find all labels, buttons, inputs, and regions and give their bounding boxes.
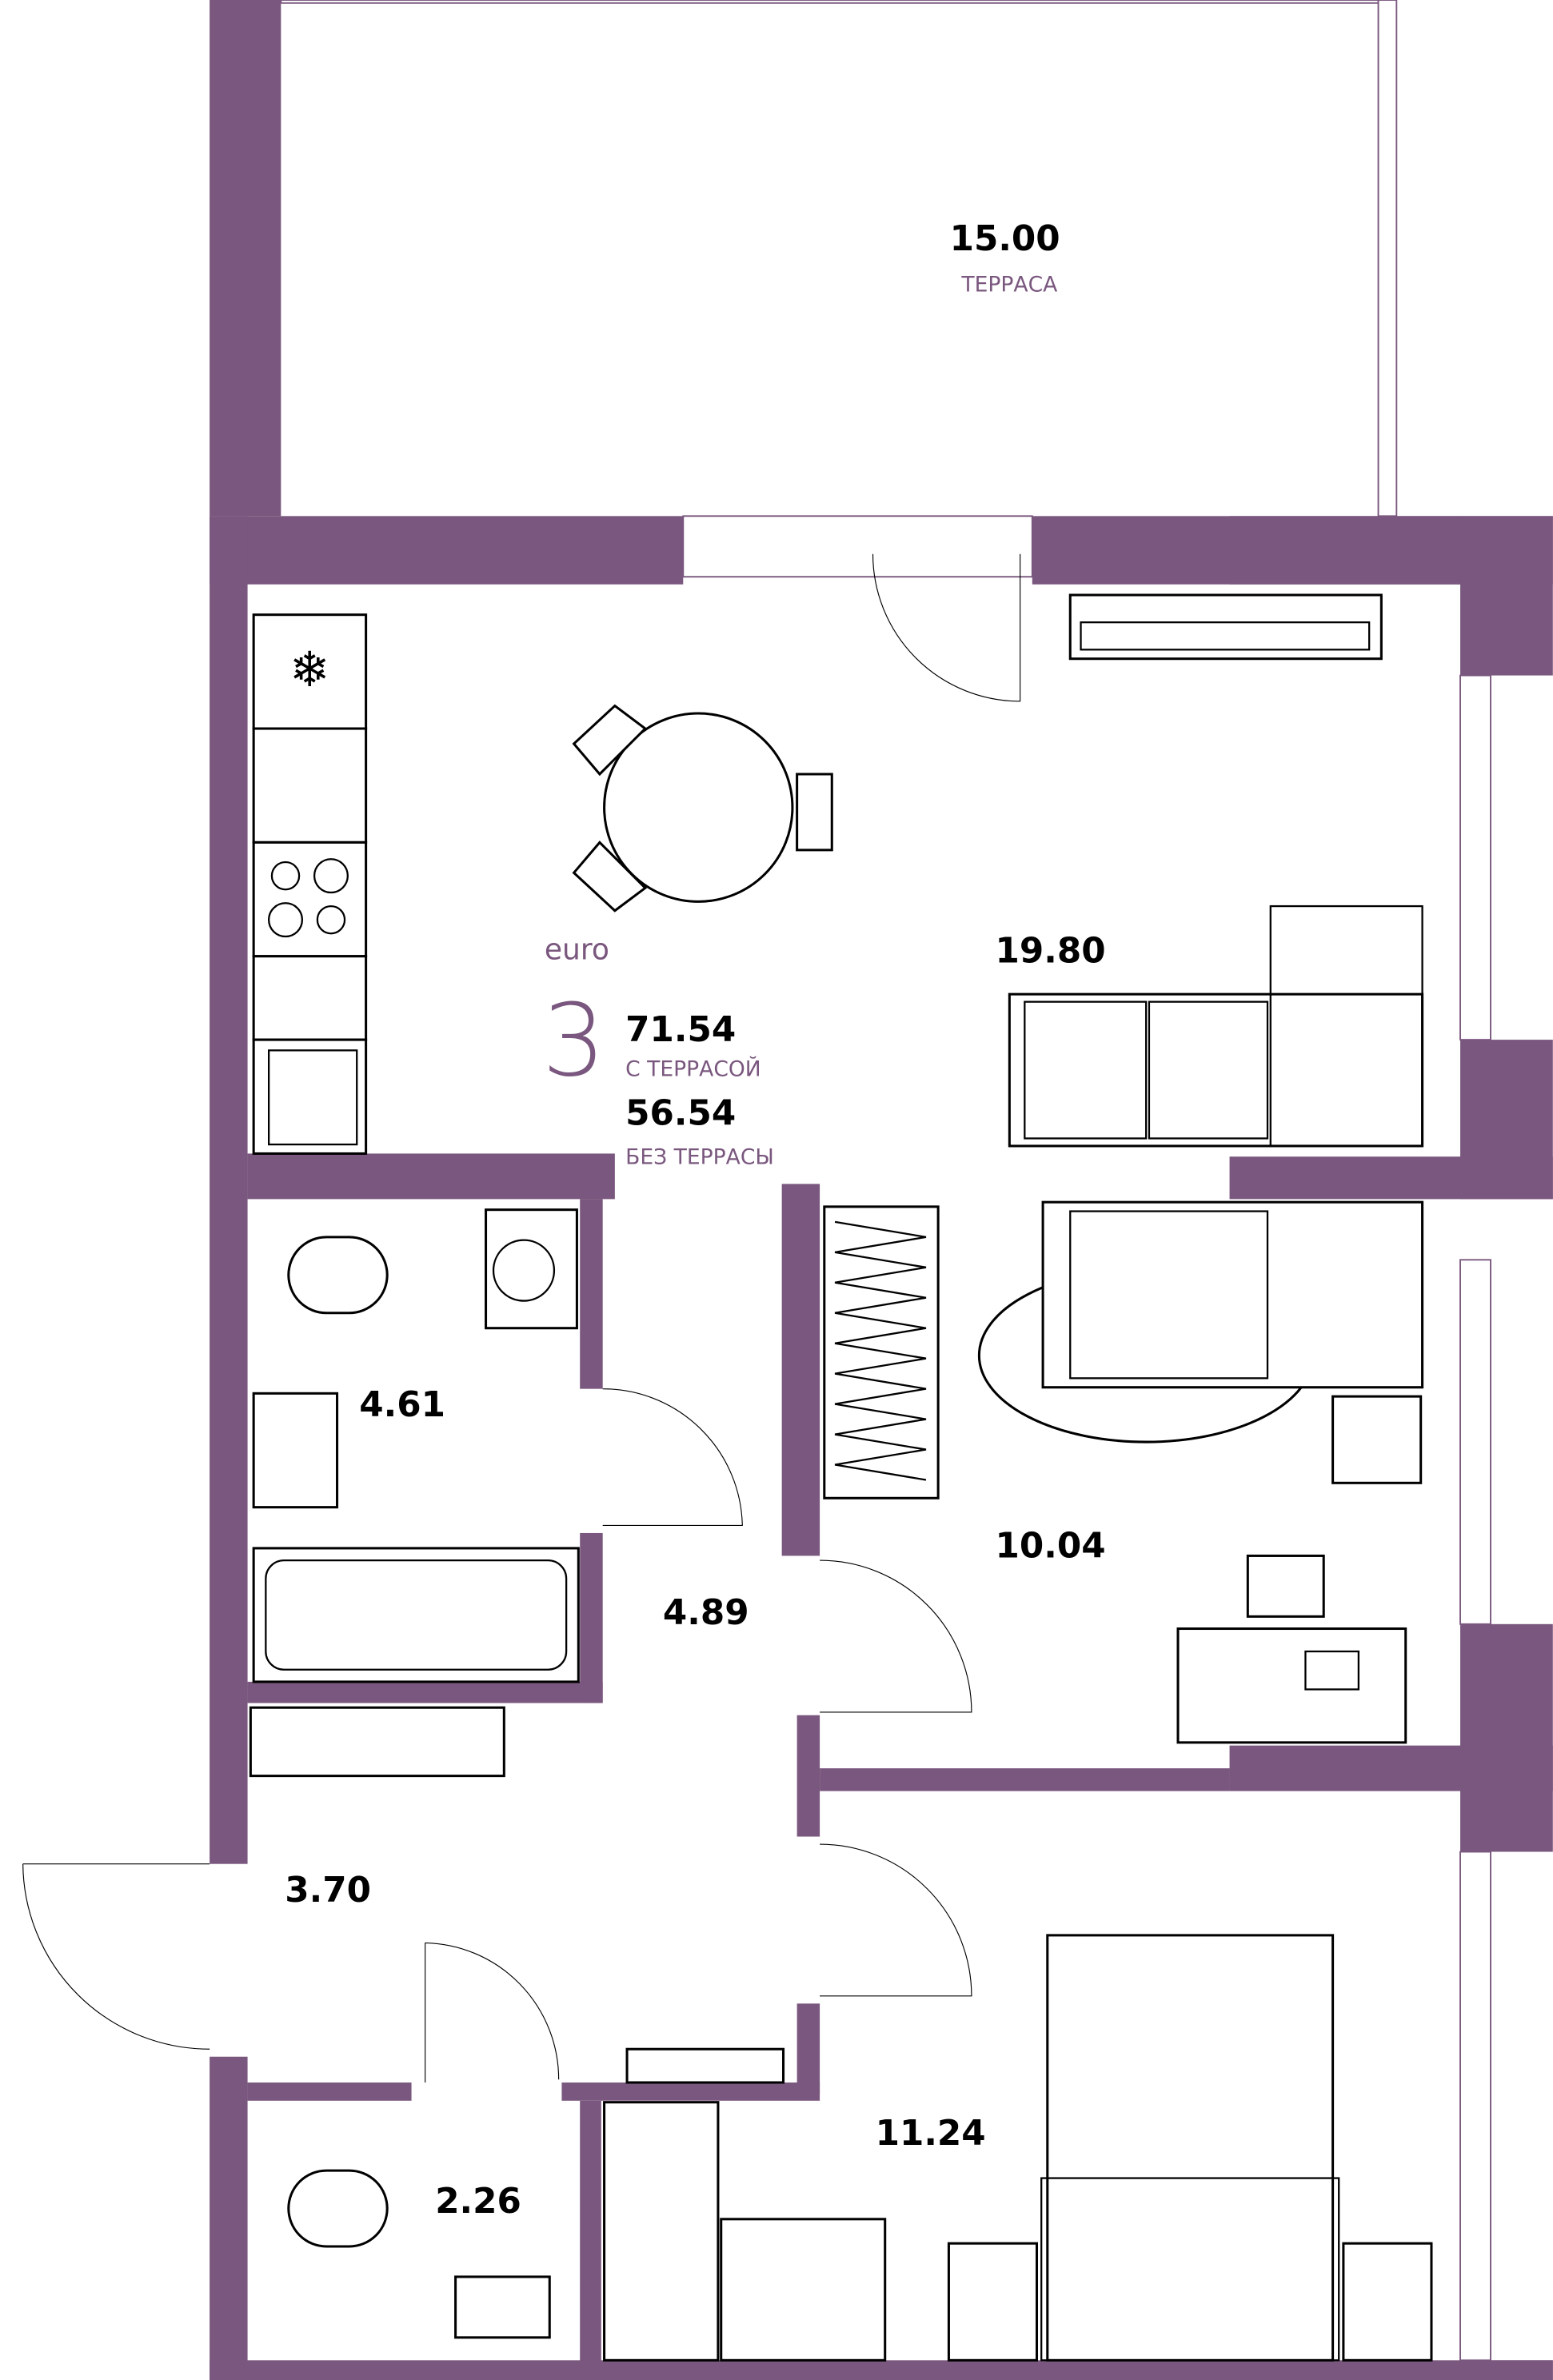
- furniture: ❄: [249, 593, 1433, 2362]
- nightstand-left: [947, 2242, 1039, 2362]
- sofa: [1008, 992, 1424, 1148]
- terrace-label: ТЕРРАСА: [960, 272, 1057, 297]
- bedroom-area: 11.24: [876, 2113, 986, 2154]
- sink-icon: [252, 1038, 368, 1155]
- total-area: 71.54: [625, 1009, 736, 1050]
- doors: [22, 553, 1021, 2082]
- dining-table: [603, 712, 794, 903]
- entrance-area: 3.70: [285, 1870, 371, 1911]
- bedroom-small-area: 10.04: [996, 1525, 1106, 1566]
- nightstand-right: [1342, 2242, 1433, 2362]
- area-without-label: БЕЗ ТЕРРАСЫ: [625, 1145, 774, 1170]
- washing-machine: [485, 1208, 578, 1330]
- radiator: [249, 1706, 505, 1778]
- toilet-icon: [287, 1236, 389, 1315]
- wc-sink: [454, 2275, 551, 2339]
- bathroom-area: 4.61: [359, 1384, 445, 1425]
- room-labels: 15.00 ТЕРРАСА 19.80 4.61 4.89 10.04 3.70…: [285, 218, 1105, 2222]
- apartment-type: euro: [545, 933, 609, 967]
- bed: [1046, 1934, 1335, 2362]
- total-area-label: С ТЕРРАСОЙ: [625, 1056, 761, 1082]
- fridge-icon: [252, 613, 368, 730]
- tv-unit: [1068, 593, 1383, 661]
- walls: [210, 0, 1553, 2380]
- windows: [280, 0, 1491, 2362]
- wc-toilet-icon: [287, 2169, 389, 2248]
- desk: [1176, 1627, 1407, 1744]
- apartment-summary: euro 3 71.54 С ТЕРРАСОЙ 56.54 БЕЗ ТЕРРАС…: [542, 933, 774, 1170]
- bedroom-wardrobe: [603, 2101, 720, 2362]
- kitchen-living-area: 19.80: [996, 930, 1106, 971]
- terrace-area: 15.00: [950, 218, 1060, 259]
- bathtub: [252, 1547, 580, 1683]
- area-without-terrace: 56.54: [625, 1092, 736, 1133]
- hall-area: 4.89: [663, 1592, 749, 1633]
- svg-text:❄: ❄: [289, 642, 330, 698]
- wardrobe: [823, 1205, 940, 1499]
- wc-area: 2.26: [435, 2181, 521, 2222]
- room-count: 3: [542, 982, 606, 1099]
- sofa-bed: [1041, 1200, 1424, 1389]
- stove-icon: [252, 841, 368, 958]
- shoe-rack: [625, 2047, 785, 2084]
- washbasin: [252, 1392, 339, 1509]
